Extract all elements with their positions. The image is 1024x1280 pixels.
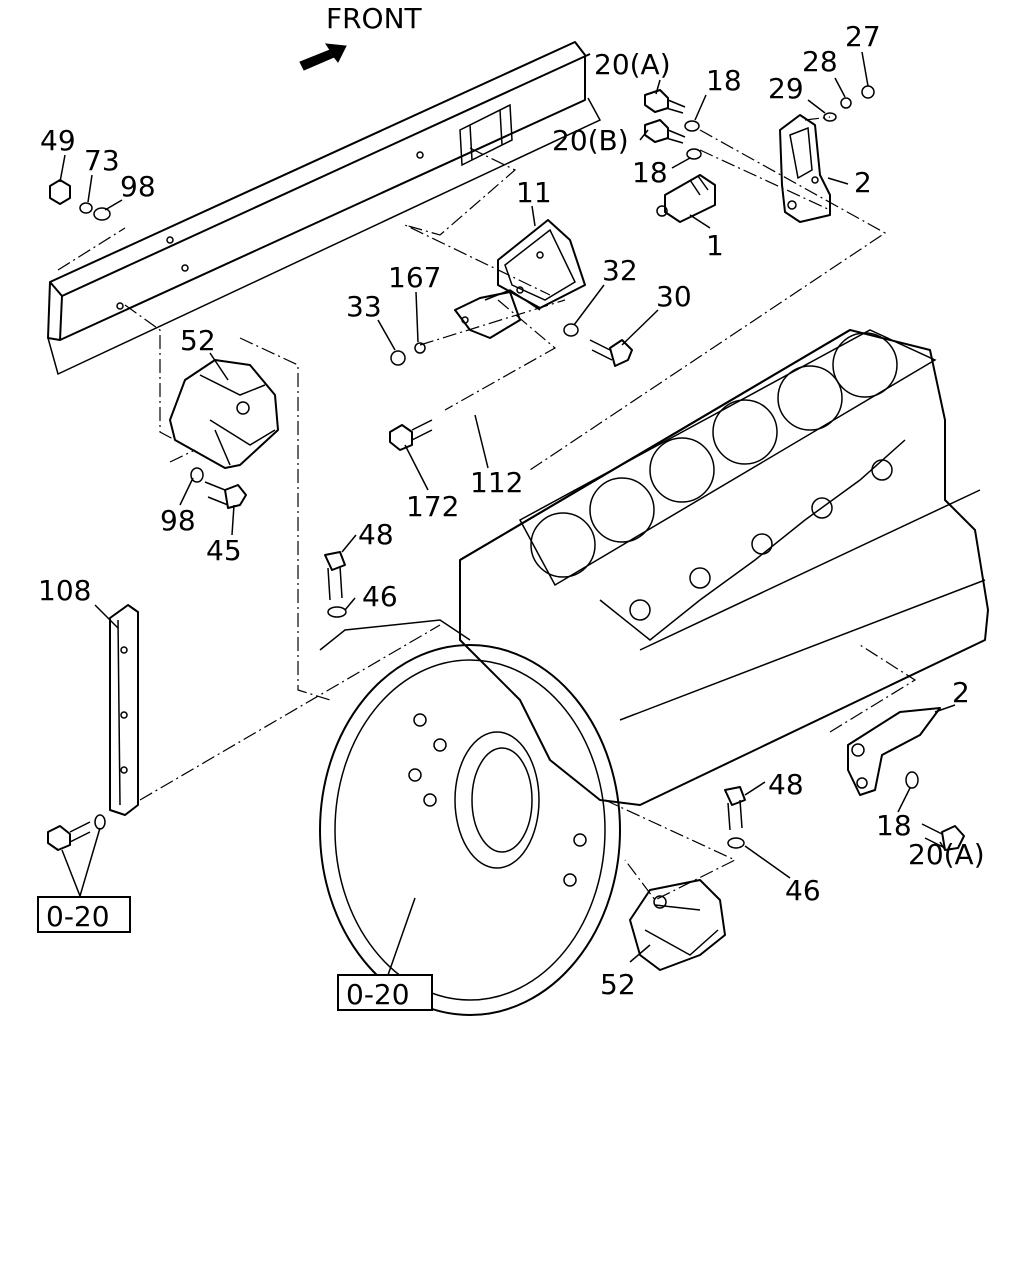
callout-30: 30 — [656, 280, 692, 313]
bracket-108 — [109, 604, 139, 816]
front-arrow-icon — [299, 43, 347, 71]
callout-20a-lower: 20(A) — [908, 838, 985, 871]
callout-1: 1 — [706, 229, 724, 262]
callout-172: 172 — [406, 490, 459, 523]
callout-46-left: 46 — [362, 580, 398, 613]
callout-18-upper: 18 — [706, 64, 742, 97]
reference-label-left: 0-20 — [46, 900, 110, 933]
callout-11: 11 — [516, 176, 552, 209]
reference-label-center: 0-20 — [346, 978, 410, 1011]
callout-2-lower: 2 — [952, 676, 970, 709]
front-direction-label: FRONT — [326, 2, 423, 35]
mount-1 — [656, 174, 716, 223]
callout-33: 33 — [346, 290, 382, 323]
callout-45: 45 — [206, 534, 242, 567]
callout-52-upper: 52 — [180, 324, 216, 357]
callout-2-upper: 2 — [854, 166, 872, 199]
bracket-2-upper — [779, 114, 831, 223]
engine-mount-52-upper — [169, 359, 279, 469]
callout-48-left: 48 — [358, 518, 394, 551]
callout-18-lower: 18 — [876, 809, 912, 842]
callout-48-right: 48 — [768, 768, 804, 801]
callout-98-upper: 98 — [120, 170, 156, 203]
callout-46-right: 46 — [785, 874, 821, 907]
callout-28: 28 — [802, 45, 838, 78]
callout-20a-upper: 20(A) — [594, 48, 671, 81]
callout-49: 49 — [40, 124, 76, 157]
assembly-lines — [57, 116, 917, 901]
callout-29: 29 — [768, 72, 804, 105]
callout-112: 112 — [470, 466, 523, 499]
engine-mount-52-lower — [629, 879, 726, 971]
frame-rail — [47, 41, 602, 376]
callout-167: 167 — [388, 261, 441, 294]
callout-32: 32 — [602, 254, 638, 287]
leader-lines — [59, 51, 956, 976]
reference-box-left — [37, 896, 131, 933]
callout-108: 108 — [38, 574, 91, 607]
callout-18-middle: 18 — [632, 156, 668, 189]
bracket-2-lower — [847, 707, 941, 796]
callout-52-lower: 52 — [600, 968, 636, 1001]
callout-98-lower: 98 — [160, 504, 196, 537]
callout-27: 27 — [845, 20, 881, 53]
reference-box-center — [337, 974, 433, 1011]
bracket-11 — [484, 219, 586, 311]
callout-20b: 20(B) — [552, 124, 629, 157]
callout-73: 73 — [84, 144, 120, 177]
engine-block — [319, 329, 989, 1016]
hardware — [47, 85, 965, 851]
